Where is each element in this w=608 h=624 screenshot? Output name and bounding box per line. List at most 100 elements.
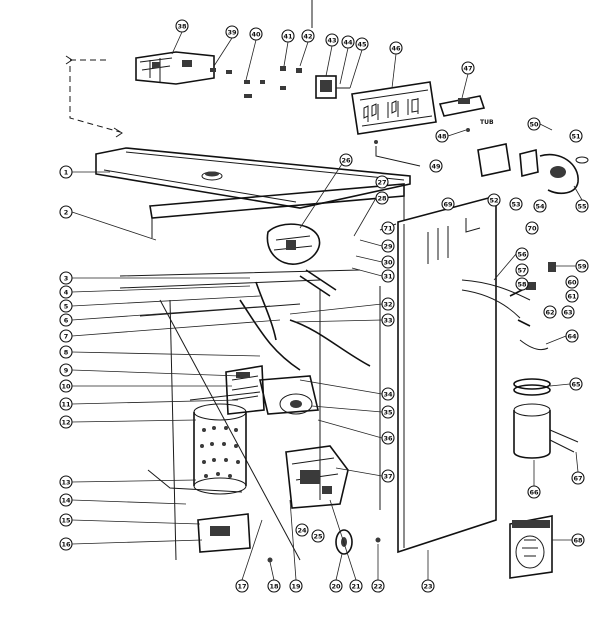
callout-62: 62 xyxy=(543,305,557,319)
svg-text:60: 60 xyxy=(567,279,577,287)
svg-text:33: 33 xyxy=(383,317,392,325)
callout-30: 30 xyxy=(381,255,395,269)
svg-text:25: 25 xyxy=(313,533,323,541)
svg-text:5: 5 xyxy=(64,303,69,311)
svg-text:49: 49 xyxy=(431,163,441,171)
callout-17: 17 xyxy=(235,579,249,593)
callout-19: 19 xyxy=(289,579,303,593)
callout-57: 57 xyxy=(515,263,529,277)
filter-canister xyxy=(513,378,579,459)
svg-text:65: 65 xyxy=(571,381,581,389)
bracket-arrow-line-left xyxy=(69,66,121,133)
callout-70: 70 xyxy=(525,221,539,235)
callout-34: 34 xyxy=(381,387,395,401)
svg-text:66: 66 xyxy=(529,489,539,497)
svg-text:31: 31 xyxy=(383,273,393,281)
callout-3: 3 xyxy=(59,271,73,285)
svg-text:19: 19 xyxy=(291,583,301,591)
svg-text:1: 1 xyxy=(64,169,69,177)
callout-51: 51 xyxy=(569,129,583,143)
svg-text:37: 37 xyxy=(383,473,392,481)
lid-switch xyxy=(438,95,486,117)
callout-65: 65 xyxy=(569,377,583,391)
callout-46: 46 xyxy=(389,41,403,55)
lid-switch-screw xyxy=(466,128,470,132)
callout-37: 37 xyxy=(381,469,395,483)
wiring-harness xyxy=(461,262,556,351)
svg-text:30: 30 xyxy=(383,259,393,267)
svg-text:51: 51 xyxy=(571,133,581,141)
callout-7: 7 xyxy=(59,329,73,343)
callout-12: 12 xyxy=(59,415,73,429)
svg-text:11: 11 xyxy=(61,401,71,409)
callout-50: 50 xyxy=(527,117,541,131)
svg-text:46: 46 xyxy=(391,45,401,53)
svg-text:53: 53 xyxy=(511,201,520,209)
callout-33: 33 xyxy=(381,313,395,327)
svg-text:45: 45 xyxy=(357,41,367,49)
callout-44: 44 xyxy=(341,35,355,49)
bottom-screw-1 xyxy=(267,557,273,563)
svg-text:23: 23 xyxy=(423,583,432,591)
svg-text:38: 38 xyxy=(177,23,187,31)
hoses xyxy=(239,281,371,371)
callout-9: 9 xyxy=(59,363,73,377)
svg-text:12: 12 xyxy=(61,419,70,427)
callout-1: 1 xyxy=(59,165,73,179)
svg-text:63: 63 xyxy=(563,309,572,317)
svg-text:26: 26 xyxy=(341,157,351,165)
callout-22: 22 xyxy=(371,579,385,593)
svg-text:29: 29 xyxy=(383,243,393,251)
callout-64: 64 xyxy=(565,329,579,343)
console-bracket xyxy=(135,51,215,85)
water-pump xyxy=(259,375,319,415)
cabinet-back-frame-edges xyxy=(151,196,405,238)
transmission xyxy=(285,445,349,509)
svg-text:4: 4 xyxy=(64,289,69,297)
svg-text:68: 68 xyxy=(573,537,583,545)
svg-text:16: 16 xyxy=(61,541,71,549)
top-cover xyxy=(95,147,411,209)
svg-text:70: 70 xyxy=(527,225,537,233)
top-small-hardware xyxy=(210,66,302,98)
callout-38: 38 xyxy=(175,19,189,33)
callout-43: 43 xyxy=(325,33,339,47)
callout-66: 66 xyxy=(527,485,541,499)
control-panel xyxy=(351,81,437,135)
callout-25: 25 xyxy=(311,529,325,543)
svg-text:58: 58 xyxy=(517,281,527,289)
callout-41: 41 xyxy=(281,29,295,43)
svg-text:42: 42 xyxy=(303,33,312,41)
callout-47: 47 xyxy=(461,61,475,75)
svg-text:36: 36 xyxy=(383,435,393,443)
svg-text:54: 54 xyxy=(535,203,545,211)
callout-2: 2 xyxy=(59,205,73,219)
svg-text:9: 9 xyxy=(64,367,69,375)
agitator-drive xyxy=(266,223,337,297)
callout-11: 11 xyxy=(59,397,73,411)
svg-text:71: 71 xyxy=(383,225,393,233)
svg-text:3: 3 xyxy=(64,275,69,283)
callout-45: 45 xyxy=(355,37,369,51)
callout-31: 31 xyxy=(381,269,395,283)
callout-8: 8 xyxy=(59,345,73,359)
callout-61: 61 xyxy=(565,289,579,303)
svg-text:56: 56 xyxy=(517,251,527,259)
callout-14: 14 xyxy=(59,493,73,507)
callout-60: 60 xyxy=(565,275,579,289)
callout-26: 26 xyxy=(339,153,353,167)
callout-16: 16 xyxy=(59,537,73,551)
control-panel-leader-bracket xyxy=(375,146,421,167)
parts-tag-plate xyxy=(509,515,553,579)
cabinet-side-panel xyxy=(379,194,497,554)
callout-39: 39 xyxy=(225,25,239,39)
bottom-screw-2 xyxy=(375,537,381,543)
svg-text:62: 62 xyxy=(545,309,554,317)
callout-63: 63 xyxy=(561,305,575,319)
callout-40: 40 xyxy=(249,27,263,41)
timer-switch-block xyxy=(315,75,350,99)
callout-21: 21 xyxy=(349,579,363,593)
callout-27: 27 xyxy=(375,175,389,189)
svg-text:24: 24 xyxy=(297,527,307,535)
